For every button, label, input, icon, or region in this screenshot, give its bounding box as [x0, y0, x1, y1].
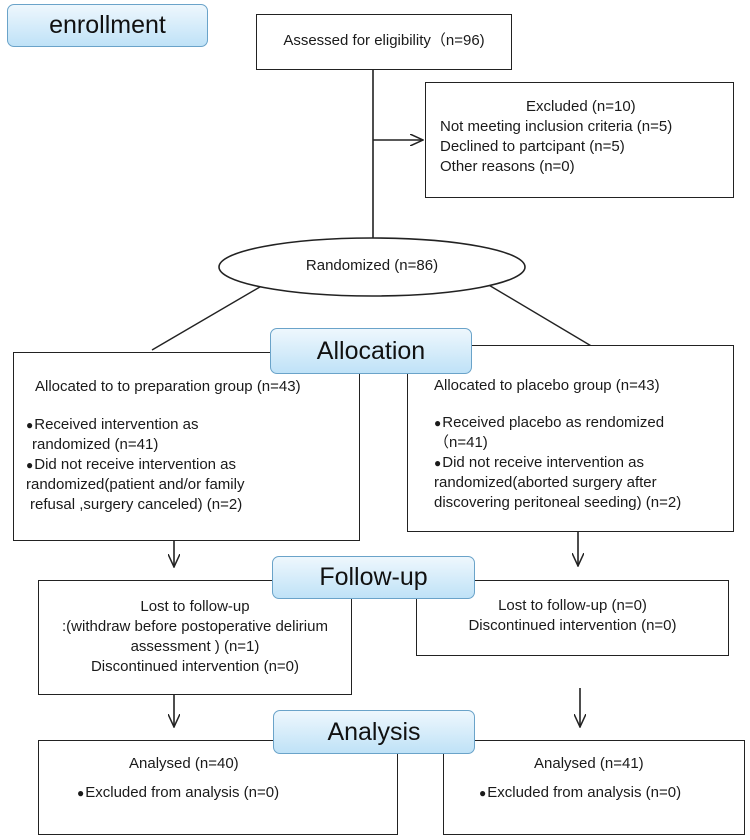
left-allocation-bullet-2: ●Did not receive intervention as	[26, 456, 237, 473]
left-analysis-item: ●Excluded from analysis (n=0)	[77, 784, 280, 801]
bullet-icon: ●	[434, 416, 442, 430]
left-analysis-title: Analysed (n=40)	[129, 755, 239, 772]
right-analysis-box: Analysed (n=41) ●Excluded from analysis …	[443, 740, 745, 835]
left-followup-box: Lost to follow-up :(withdraw before post…	[38, 580, 352, 695]
right-allocation-title: Allocated to placebo group (n=43)	[434, 377, 660, 394]
randomized-ellipse	[218, 237, 526, 297]
excluded-title: Excluded (n=10)	[526, 98, 636, 115]
right-allocation-bullet-2: ●Did not receive intervention as	[434, 454, 645, 471]
excluded-box: Excluded (n=10) Not meeting inclusion cr…	[425, 82, 734, 198]
left-allocation-bullet-2-cont: randomized(patient and/or family	[26, 476, 245, 493]
left-allocation-bullet-1-cont: randomized (n=41)	[32, 436, 159, 453]
right-allocation-box: Allocated to placebo group (n=43) ●Recei…	[407, 345, 734, 532]
right-analysis-item: ●Excluded from analysis (n=0)	[479, 784, 682, 801]
enrollment-tag: enrollment	[7, 4, 208, 47]
analysis-tag-label: Analysis	[327, 717, 421, 746]
followup-tag: Follow-up	[272, 556, 475, 599]
bullet-icon: ●	[26, 458, 34, 472]
left-allocation-title: Allocated to to preparation group (n=43)	[35, 378, 301, 395]
right-allocation-bullet-1-cont: （n=41)	[434, 434, 488, 451]
right-analysis-title: Analysed (n=41)	[534, 755, 644, 772]
followup-tag-label: Follow-up	[319, 563, 428, 591]
bullet-icon: ●	[77, 786, 85, 800]
right-allocation-bullet-1: ●Received placebo as rendomized	[434, 414, 665, 431]
left-allocation-box: Allocated to to preparation group (n=43)…	[13, 352, 360, 541]
bullet-icon: ●	[479, 786, 487, 800]
left-allocation-bullet-2-cont: refusal ,surgery canceled) (n=2)	[30, 496, 243, 513]
line-randomized-to-right	[486, 283, 599, 351]
excluded-item: Not meeting inclusion criteria (n=5)	[440, 118, 673, 135]
randomized-node: Randomized (n=86)	[219, 257, 525, 279]
right-followup-line: Discontinued intervention (n=0)	[468, 617, 677, 634]
left-allocation-bullet-1: ●Received intervention as	[26, 416, 199, 433]
allocation-tag-label: Allocation	[316, 336, 426, 365]
left-followup-line: assessment ) (n=1)	[130, 638, 260, 655]
allocation-tag: Allocation	[270, 328, 472, 374]
left-analysis-box: Analysed (n=40) ●Excluded from analysis …	[38, 740, 398, 835]
enrollment-tag-label: enrollment	[49, 11, 166, 39]
right-followup-line: Lost to follow-up (n=0)	[498, 597, 647, 614]
left-followup-line: Discontinued intervention (n=0)	[90, 658, 300, 675]
excluded-item: Other reasons (n=0)	[440, 158, 575, 175]
bullet-icon: ●	[434, 456, 442, 470]
left-followup-line: :(withdraw before postoperative delirium	[62, 618, 328, 635]
assessed-text: Assessed for eligibility（n=96)	[283, 32, 485, 49]
line-randomized-to-left	[151, 283, 266, 351]
excluded-item: Declined to partcipant (n=5)	[440, 138, 625, 155]
analysis-tag: Analysis	[273, 710, 475, 754]
left-followup-line: Lost to follow-up	[140, 598, 250, 615]
assessed-box: Assessed for eligibility（n=96)	[256, 14, 512, 70]
right-allocation-bullet-2-cont: randomized(aborted surgery after	[434, 474, 657, 491]
right-allocation-bullet-2-cont: discovering peritoneal seeding) (n=2)	[434, 494, 682, 511]
bullet-icon: ●	[26, 418, 34, 432]
randomized-text: Randomized (n=86)	[305, 257, 439, 274]
